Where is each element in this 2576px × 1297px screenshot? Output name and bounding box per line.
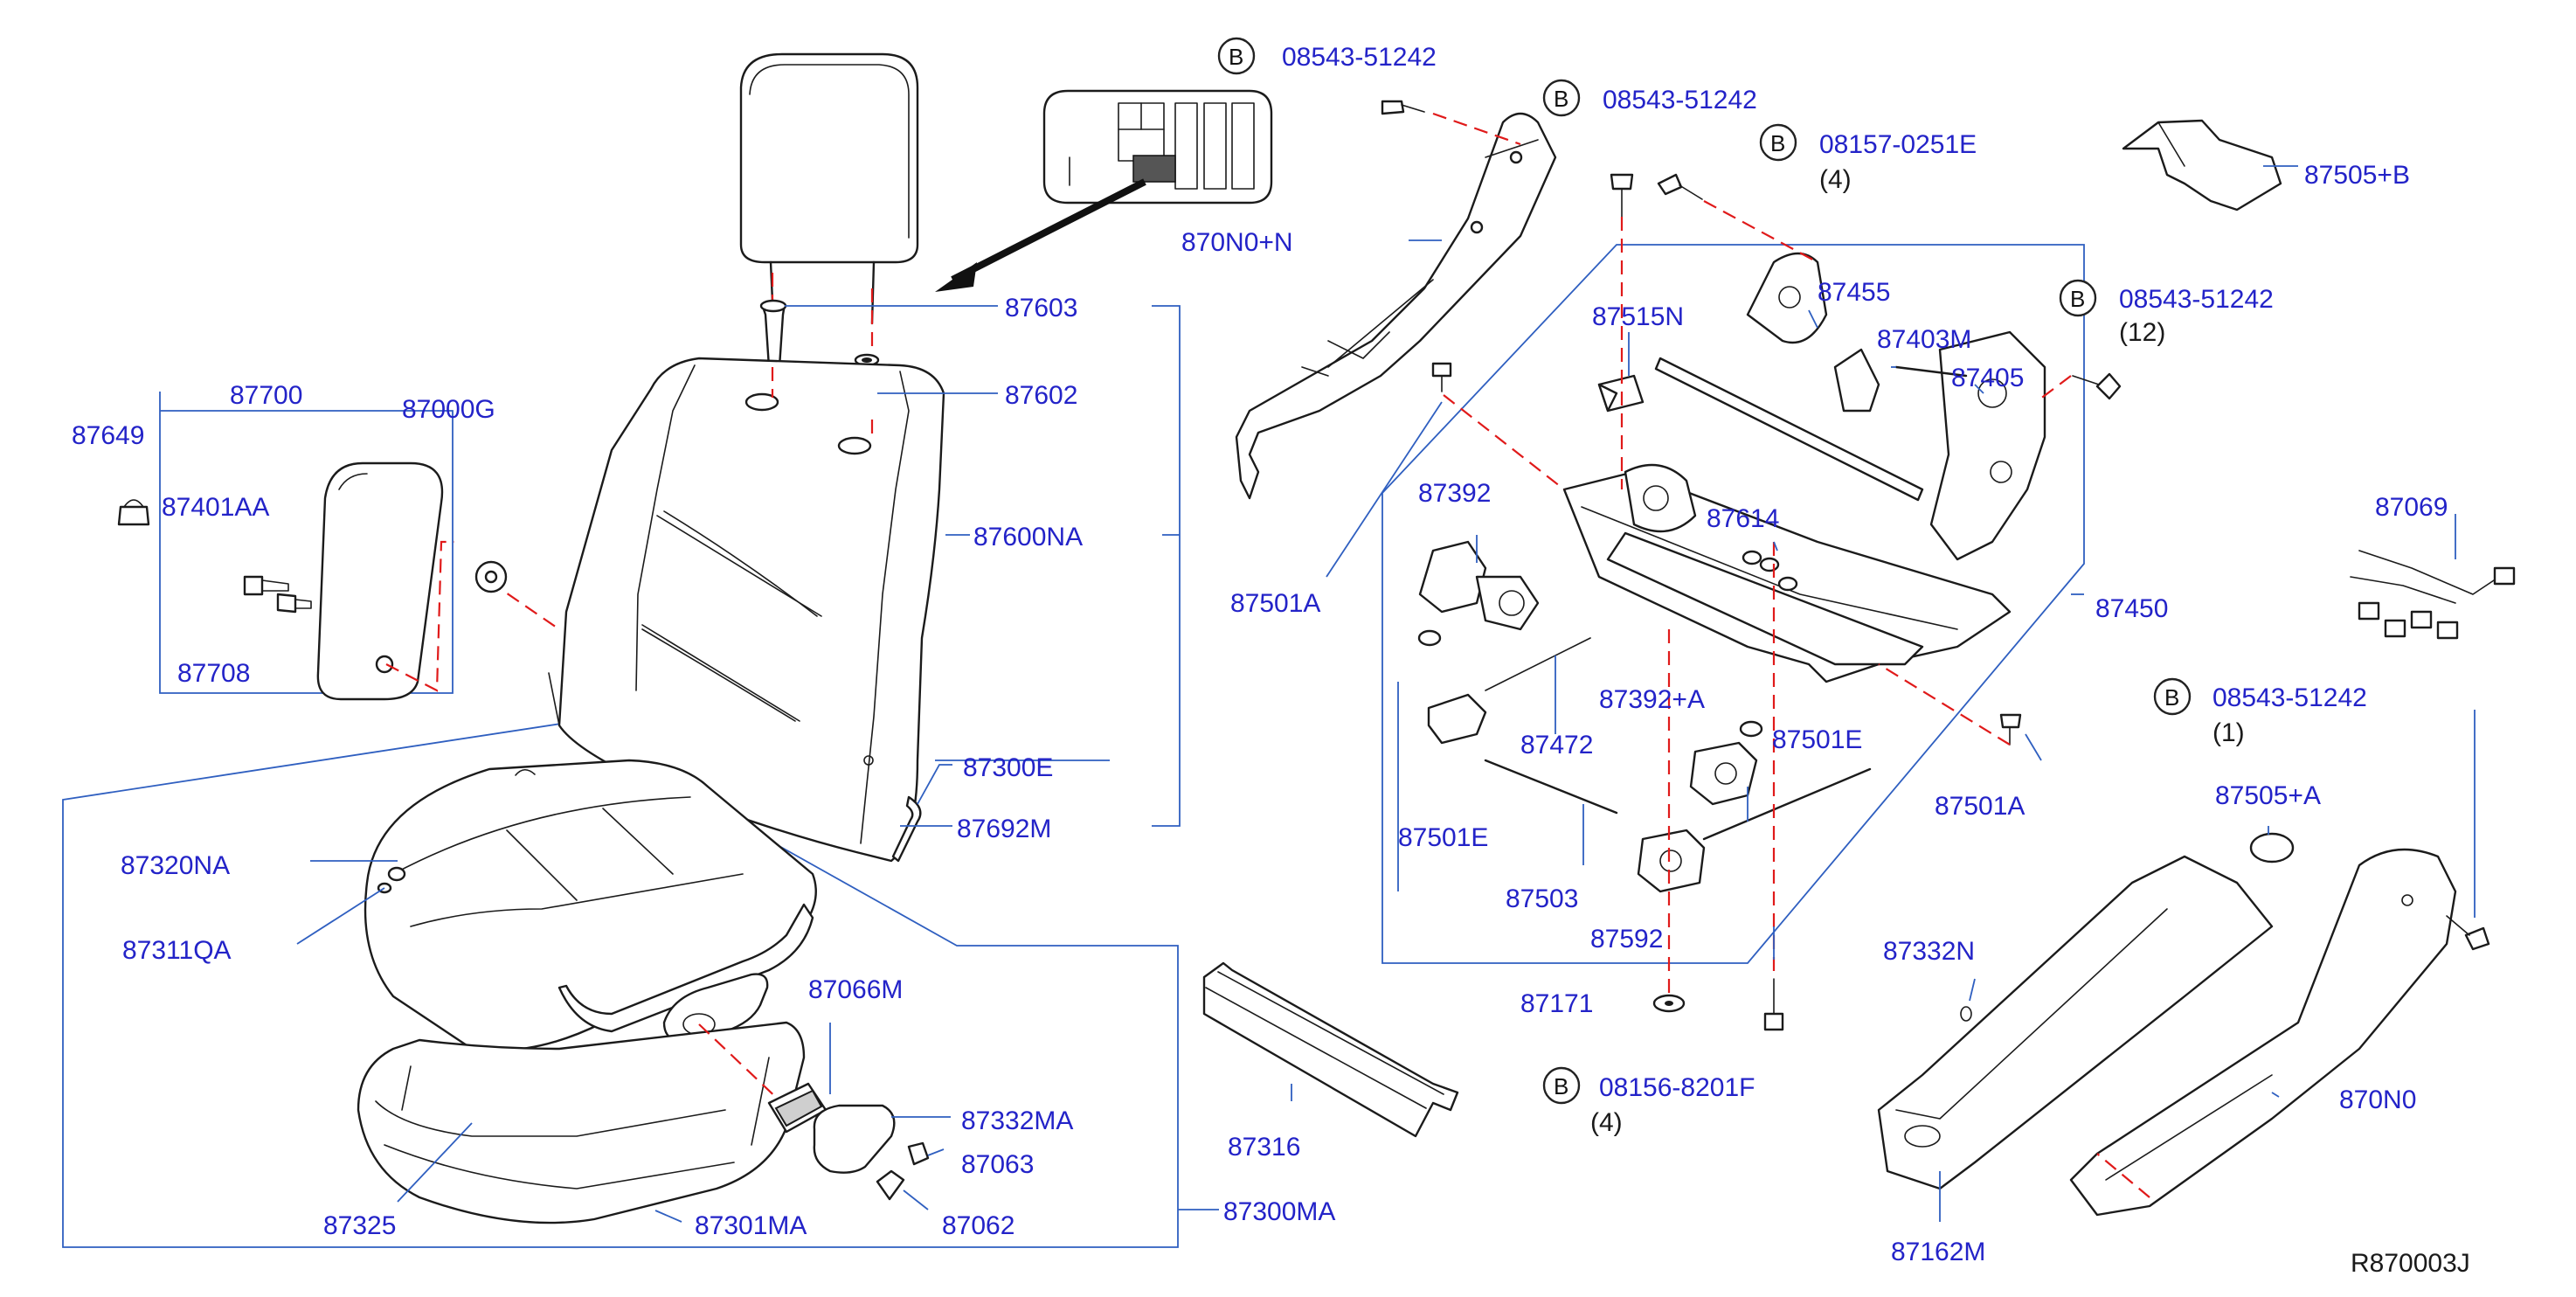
rear-trim-pieces bbox=[1877, 119, 2516, 1217]
part-label-87501E-left: 87501E bbox=[1398, 823, 1488, 852]
part-label-87392: 87392 bbox=[1418, 479, 1491, 508]
bolt-label-b5: 08543-51242 bbox=[2212, 683, 2367, 712]
part-label-87405: 87405 bbox=[1951, 364, 2024, 392]
part-label-87403M: 87403M bbox=[1877, 325, 1971, 354]
part-label-87066M: 87066M bbox=[808, 975, 903, 1004]
diagram-code: R870003J bbox=[2351, 1249, 2470, 1278]
part-label-87401AA: 87401AA bbox=[162, 493, 269, 522]
part-label-87069: 87069 bbox=[2375, 493, 2448, 522]
small-clips bbox=[767, 1082, 930, 1201]
part-label-87325: 87325 bbox=[323, 1211, 396, 1240]
part-label-87311QA: 87311QA bbox=[122, 936, 232, 965]
bolt-marker-b4 bbox=[2059, 279, 2097, 317]
part-label-87320NA: 87320NA bbox=[121, 851, 230, 880]
part-label-870N0N: 870N0+N bbox=[1181, 228, 1293, 257]
seat-cushion bbox=[357, 759, 817, 1224]
bolt-qty-b3: (4) bbox=[1819, 165, 1852, 194]
bolt-marker-b6-text: B bbox=[1554, 1073, 1568, 1099]
armrest bbox=[117, 461, 560, 701]
leader-lines bbox=[296, 165, 2476, 1223]
bolt-label-b4: 08543-51242 bbox=[2119, 285, 2274, 314]
bolt-marker-b2 bbox=[1542, 79, 1581, 117]
part-label-87505A: 87505+A bbox=[2215, 781, 2321, 810]
part-label-87501A-right: 87501A bbox=[1935, 792, 2025, 821]
part-label-87505B: 87505+B bbox=[2304, 161, 2410, 190]
part-label-87455: 87455 bbox=[1818, 278, 1890, 307]
bolt-marker-b5-text: B bbox=[2164, 684, 2179, 711]
part-label-87614: 87614 bbox=[1707, 504, 1779, 533]
part-label-87062: 87062 bbox=[942, 1211, 1014, 1240]
seat-hook bbox=[891, 795, 922, 863]
bolt-label-b2: 08543-51242 bbox=[1603, 86, 1757, 114]
part-label-87708: 87708 bbox=[177, 659, 250, 688]
part-label-87602: 87602 bbox=[1005, 381, 1077, 410]
part-label-87171: 87171 bbox=[1520, 989, 1593, 1018]
part-labels: 08543-51242 08543-51242 08157-0251E (4) … bbox=[72, 43, 2470, 1278]
seat-frame-mechanism bbox=[1562, 252, 2046, 683]
part-label-87501E-right: 87501E bbox=[1772, 725, 1862, 754]
assembly-dash-lines bbox=[1443, 200, 2150, 1198]
part-label-87392A: 87392+A bbox=[1599, 685, 1705, 714]
part-label-87592: 87592 bbox=[1590, 925, 1663, 954]
part-label-87316: 87316 bbox=[1228, 1133, 1300, 1162]
part-label-87300MA: 87300MA bbox=[1223, 1197, 1335, 1226]
part-label-87300E: 87300E bbox=[963, 753, 1053, 782]
bolt-label-b1: 08543-51242 bbox=[1282, 43, 1437, 72]
bolt-marker-b2-text: B bbox=[1554, 86, 1568, 112]
part-label-87649: 87649 bbox=[72, 421, 144, 450]
bolt-marker-b4-text: B bbox=[2070, 286, 2085, 312]
part-label-87332MA: 87332MA bbox=[961, 1106, 1073, 1135]
part-label-87501A-left: 87501A bbox=[1230, 589, 1320, 618]
bolt-label-b6: 08156-8201F bbox=[1599, 1073, 1755, 1102]
bolt-qty-b6: (4) bbox=[1590, 1108, 1623, 1137]
part-label-87472: 87472 bbox=[1520, 731, 1593, 759]
side-cover-upper bbox=[1235, 112, 1557, 500]
part-label-87450: 87450 bbox=[2095, 594, 2168, 623]
part-label-870N0: 870N0 bbox=[2339, 1085, 2416, 1114]
bolt-marker-b6 bbox=[1542, 1066, 1581, 1105]
bolt-qty-b5: (1) bbox=[2212, 718, 2245, 747]
bolt-marker-b1-text: B bbox=[1229, 44, 1243, 70]
bolt-qty-b4: (12) bbox=[2119, 318, 2165, 347]
bolt-label-b3: 08157-0251E bbox=[1819, 130, 1977, 159]
bolt-marker-b5 bbox=[2153, 677, 2192, 716]
part-label-87603: 87603 bbox=[1005, 294, 1077, 323]
part-label-87301MA: 87301MA bbox=[695, 1211, 807, 1240]
part-label-87700: 87700 bbox=[230, 381, 302, 410]
part-label-87515N: 87515N bbox=[1592, 302, 1684, 331]
part-label-87503: 87503 bbox=[1506, 884, 1578, 913]
bolt-marker-b3 bbox=[1759, 123, 1797, 162]
part-label-87600NA: 87600NA bbox=[973, 523, 1083, 551]
part-label-87000G: 87000G bbox=[402, 395, 495, 424]
bolt-icons bbox=[1381, 100, 2490, 1031]
side-trim-87316 bbox=[1202, 961, 1459, 1138]
bolt-markers: B B B B B B bbox=[1217, 37, 2192, 1105]
headrest bbox=[739, 52, 919, 350]
bolt-marker-b1 bbox=[1217, 37, 1256, 75]
part-label-87692M: 87692M bbox=[957, 815, 1051, 843]
part-label-87332N: 87332N bbox=[1883, 937, 1975, 966]
bolt-marker-b3-text: B bbox=[1770, 130, 1785, 156]
part-label-87063: 87063 bbox=[961, 1150, 1034, 1179]
part-label-87162M: 87162M bbox=[1891, 1238, 1985, 1266]
warning-label-sticker bbox=[935, 89, 1273, 292]
